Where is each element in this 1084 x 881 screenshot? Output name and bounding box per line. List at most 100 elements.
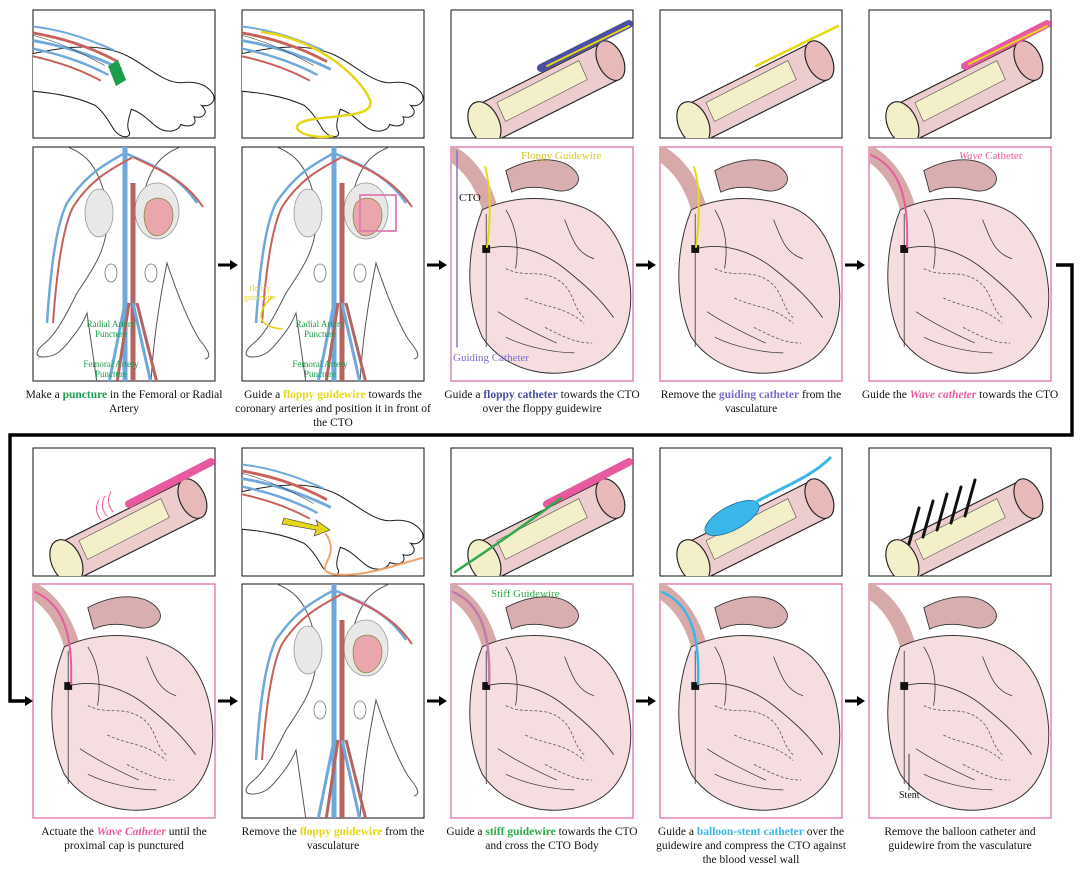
- panel-4: [656, 24, 840, 373]
- flow-arrow-row2-2: [427, 696, 447, 706]
- stent-coil: [963, 478, 977, 518]
- wave-ripple: [107, 491, 114, 513]
- panel-6: [29, 458, 215, 810]
- label-stiff-guidewire: Stiff Guidewire: [491, 588, 560, 600]
- caption-text: towards the CTO over the floppy guidewir…: [482, 389, 640, 415]
- panel-4-device-overlay: [693, 24, 840, 248]
- puncture-band: [108, 60, 126, 86]
- label-floppy-guidewire-3: Floppy Guidewire: [521, 150, 601, 162]
- caption-text: from the vasculature: [724, 389, 842, 415]
- panel-5-device-overlay: [870, 20, 1051, 248]
- floppy-guidewire-arm: [260, 30, 372, 139]
- stent-coil: [921, 499, 935, 539]
- label-wave: Wave Catheter: [959, 150, 1023, 162]
- flow-arrow-row1-4: [845, 260, 865, 270]
- caption-text: Guide a: [244, 389, 284, 401]
- floppy-guidewire-top: [546, 25, 630, 67]
- stent-coil: [949, 485, 963, 525]
- wave-catheter-heart: [34, 591, 73, 685]
- caption-panel-2: Guide a floppy guidewire towards the cor…: [233, 388, 433, 430]
- panel-2: [242, 24, 424, 383]
- panel-7: [242, 462, 424, 820]
- caption-text: in the Femoral or Radial Artery: [107, 389, 223, 415]
- caption-panel-9: Guide a balloon-stent catheter over the …: [651, 825, 851, 867]
- caption-highlight: floppy guidewire: [283, 389, 366, 401]
- caption-text: Remove the balloon catheter and guidewir…: [884, 826, 1036, 852]
- panel-10: [865, 473, 1049, 810]
- flow-arrow-row2-4: [845, 696, 865, 706]
- balloon-catheter-top: [754, 456, 832, 504]
- caption-text: Actuate the: [41, 826, 97, 838]
- caption-highlight: balloon-stent catheter: [696, 826, 804, 838]
- floppy-guidewire-top: [754, 24, 840, 68]
- caption-panel-3: Guide a floppy catheter towards the CTO …: [442, 388, 642, 416]
- wave-ripple: [95, 499, 102, 521]
- caption-panel-5: Guide the Wave catheter towards the CTO: [860, 388, 1060, 402]
- flow-arrow-row2-1: [218, 696, 238, 706]
- panel-3: [447, 20, 633, 373]
- label-guiding-catheter: Guiding Catheter: [453, 352, 529, 364]
- caption-text: Guide a: [657, 826, 697, 838]
- panel-6-device-overlay: [34, 458, 215, 685]
- flow-arrows: [218, 260, 865, 706]
- caption-text: towards the coronary arteries and positi…: [235, 389, 431, 429]
- caption-text: until the proximal cap is punctured: [64, 826, 207, 852]
- caption-text: towards the CTO and cross the CTO Body: [485, 826, 638, 852]
- caption-highlight: Wave Catheter: [96, 826, 166, 838]
- caption-panel-1: Make a puncture in the Femoral or Radial…: [24, 388, 224, 416]
- caption-highlight: Wave catheter: [909, 389, 977, 401]
- panel-8: [447, 458, 633, 810]
- panel-1-device-overlay: [108, 60, 126, 86]
- stent-coil: [935, 492, 949, 532]
- removal-arrow: [281, 517, 331, 537]
- wave-ripple: [101, 495, 108, 517]
- caption-text: towards the CTO: [976, 389, 1059, 401]
- stent-coil: [907, 506, 921, 546]
- caption-panel-7: Remove the floppy guidewire from the vas…: [233, 825, 433, 853]
- caption-text: Remove the: [660, 389, 719, 401]
- heart-zoom-box: [359, 194, 397, 232]
- floppy-guidewire-body: [260, 296, 283, 330]
- panel-2-device-overlay: [260, 30, 397, 330]
- row-connector-line: [8, 263, 1074, 706]
- label-cto: CTO: [459, 192, 481, 204]
- floppy-guidewire-heart: [484, 166, 491, 248]
- guidewire-withdrawn: [323, 533, 423, 576]
- caption-text: over the guidewire and compress the CTO …: [656, 826, 846, 866]
- caption-highlight: stiff guidewire: [485, 826, 556, 838]
- panel-10-device-overlay: [907, 478, 977, 791]
- panel-3-device-overlay: [456, 20, 633, 348]
- balloon-catheter-heart: [660, 590, 700, 686]
- caption-text: Guide a: [444, 389, 484, 401]
- caption-panel-4: Remove the guiding catheter from the vas…: [651, 388, 851, 416]
- caption-text: Guide a: [446, 826, 486, 838]
- stiff-guidewire-heart: [451, 590, 491, 686]
- caption-panel-6: Actuate the Wave Catheter until the prox…: [24, 825, 224, 853]
- caption-panel-8: Guide a stiff guidewire towards the CTO …: [442, 825, 642, 853]
- flow-arrow-row1-1: [218, 260, 238, 270]
- caption-highlight: guiding catheter: [718, 389, 800, 401]
- floppy-guidewire-heart: [693, 166, 700, 248]
- label-stent: Stent: [899, 790, 920, 801]
- flow-arrow-row2-3: [636, 696, 656, 706]
- guidewire-top: [968, 25, 1048, 65]
- panel-9-device-overlay: [660, 456, 832, 686]
- caption-panel-10: Remove the balloon catheter and guidewir…: [860, 825, 1060, 853]
- panel-9: [656, 456, 840, 810]
- stiff-guidewire-top: [453, 496, 563, 574]
- panel-8-device-overlay: [451, 458, 633, 686]
- balloon: [704, 499, 760, 537]
- panel-7-device-overlay: [281, 517, 423, 576]
- caption-highlight: floppy guidewire: [299, 826, 383, 838]
- caption-text: from the vasculature: [306, 826, 425, 852]
- caption-highlight: floppy catheter: [483, 389, 558, 401]
- caption-highlight: puncture: [62, 389, 108, 401]
- wave-catheter-heart: [870, 154, 909, 248]
- caption-text: Remove the: [241, 826, 300, 838]
